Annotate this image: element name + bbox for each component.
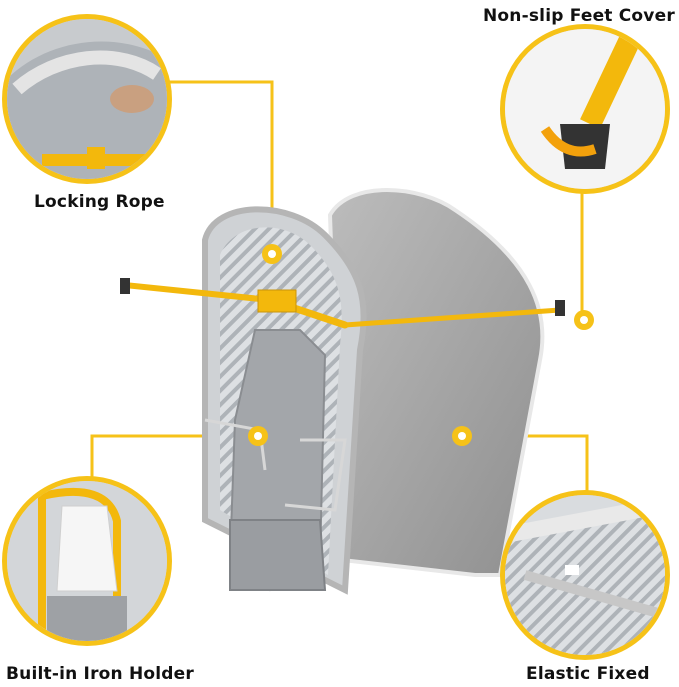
locking-rope-closeup (2, 14, 172, 184)
iron-holder-closeup (2, 476, 172, 646)
locking-rope-line (165, 80, 274, 252)
iron-holder-marker (248, 426, 268, 446)
feet-cover-marker (574, 310, 594, 330)
locking-rope-label: Locking Rope (34, 192, 165, 212)
elastic-fixed-closeup (500, 490, 670, 660)
iron-holder-label: Built-in Iron Holder (6, 664, 194, 684)
locking-rope-marker (262, 244, 282, 264)
board-cover (327, 188, 545, 577)
elastic-fixed-marker (452, 426, 472, 446)
elastic-fixed-label: Elastic Fixed (526, 664, 650, 684)
feet-cover-closeup (500, 24, 670, 194)
feet-cover-label: Non-slip Feet Cover (483, 6, 675, 26)
